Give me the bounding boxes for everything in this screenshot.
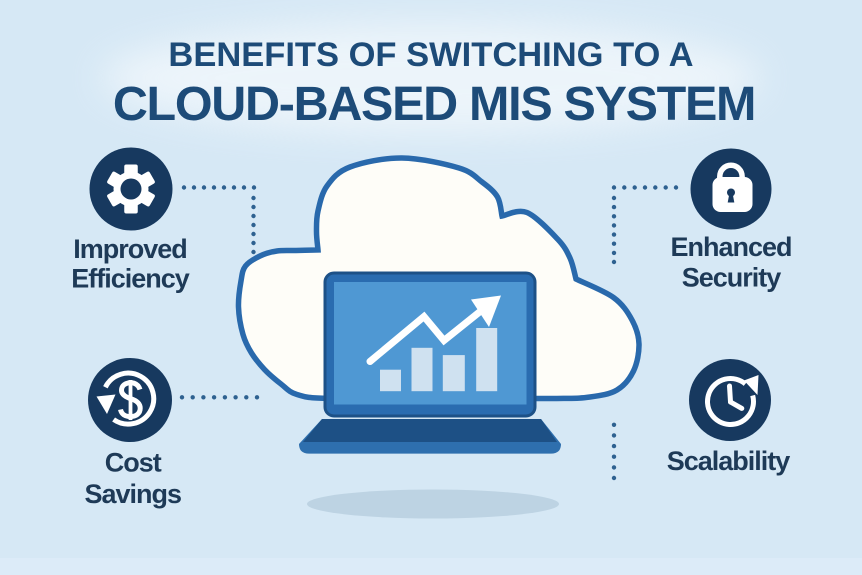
svg-text:Scalability: Scalability	[667, 446, 791, 476]
svg-text:Efficiency: Efficiency	[71, 263, 190, 293]
svg-text:Cost: Cost	[105, 448, 162, 478]
svg-text:Improved: Improved	[73, 234, 187, 264]
svg-text:CLOUD-BASED MIS SYSTEM: CLOUD-BASED MIS SYSTEM	[113, 77, 755, 131]
svg-text:Security: Security	[682, 263, 782, 293]
svg-text:Enhanced: Enhanced	[670, 232, 791, 262]
svg-text:Savings: Savings	[85, 479, 182, 509]
svg-text:BENEFITS OF SWITCHING TO A: BENEFITS OF SWITCHING TO A	[168, 36, 693, 74]
